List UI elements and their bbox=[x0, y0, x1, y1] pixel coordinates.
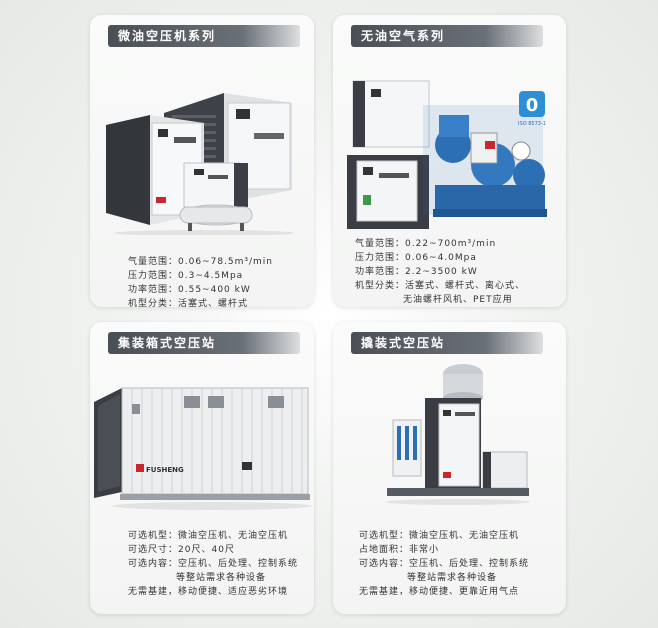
spec-row: 气量范围：0.06~78.5m³/min bbox=[128, 257, 274, 267]
spec-row: 可选内容：空压机、后处理、控制系统 bbox=[359, 559, 530, 569]
spec-row: 压力范围：0.3~4.5Mpa bbox=[128, 271, 244, 281]
spec-row: 可选机型：微油空压机、无油空压机 bbox=[359, 531, 520, 541]
iso-badge-label: ISO 8573-1 bbox=[518, 121, 546, 127]
spec-row: 压力范围：0.06~4.0Mpa bbox=[355, 253, 477, 263]
card-container-station[interactable]: 集装箱式空压站 bbox=[90, 322, 314, 614]
spec-row: 气量范围：0.22~700m³/min bbox=[355, 239, 497, 249]
spec-row: 无需基建，移动便捷、更靠近用气点 bbox=[359, 587, 520, 597]
spec-row: 功率范围：2.2~3500 kW bbox=[355, 267, 478, 277]
card-title: 微油空压机系列 bbox=[108, 25, 300, 47]
card-title: 撬装式空压站 bbox=[351, 332, 543, 354]
svg-text:0: 0 bbox=[526, 95, 539, 116]
card-skid-station[interactable]: 撬装式空压站 可选机型：微油空压机、无油空压机 bbox=[333, 322, 566, 614]
spec-list: 气量范围：0.22~700m³/min 压力范围：0.06~4.0Mpa 功率范… bbox=[355, 237, 525, 307]
spec-list: 可选机型：微油空压机、无油空压机 占地面积：非常小 可选内容：空压机、后处理、控… bbox=[359, 529, 529, 599]
card-title: 集装箱式空压站 bbox=[108, 332, 300, 354]
card-oil-free-series[interactable]: 无油空气系列 0 ISO 8573- bbox=[333, 15, 566, 307]
spec-row: 占地面积：非常小 bbox=[359, 545, 440, 555]
card-title: 无油空气系列 bbox=[351, 25, 543, 47]
spec-row: 机型分类：活塞式、螺杆式 bbox=[128, 299, 249, 307]
spec-row: 可选尺寸：20尺、40尺 bbox=[128, 545, 235, 555]
spec-row: 等整站需求各种设备 bbox=[176, 573, 267, 583]
container-brand-label: FUSHENG bbox=[146, 466, 184, 474]
spec-row: 可选内容：空压机、后处理、控制系统 bbox=[128, 559, 299, 569]
container-station-image: FUSHENG bbox=[92, 382, 312, 512]
spec-row: 功率范围：0.55~400 kW bbox=[128, 285, 251, 295]
spec-row: 可选机型：微油空压机、无油空压机 bbox=[128, 531, 289, 541]
spec-list: 可选机型：微油空压机、无油空压机 可选尺寸：20尺、40尺 可选内容：空压机、后… bbox=[128, 529, 298, 599]
card-oil-injected-series[interactable]: 微油空压机系列 bbox=[90, 15, 314, 307]
spec-row: 无需基建，移动便捷、适应恶劣环境 bbox=[128, 587, 289, 597]
spec-row: 等整站需求各种设备 bbox=[407, 573, 498, 583]
spec-list: 气量范围：0.06~78.5m³/min 压力范围：0.3~4.5Mpa 功率范… bbox=[128, 255, 273, 307]
oil-injected-compressors-image bbox=[104, 85, 304, 235]
skid-station-image bbox=[383, 360, 533, 510]
spec-row: 无油螺杆风机、PET应用 bbox=[403, 295, 513, 305]
spec-row: 机型分类：活塞式、螺杆式、离心式、 bbox=[355, 281, 526, 291]
oil-free-compressors-image: 0 ISO 8573-1 bbox=[343, 75, 553, 235]
